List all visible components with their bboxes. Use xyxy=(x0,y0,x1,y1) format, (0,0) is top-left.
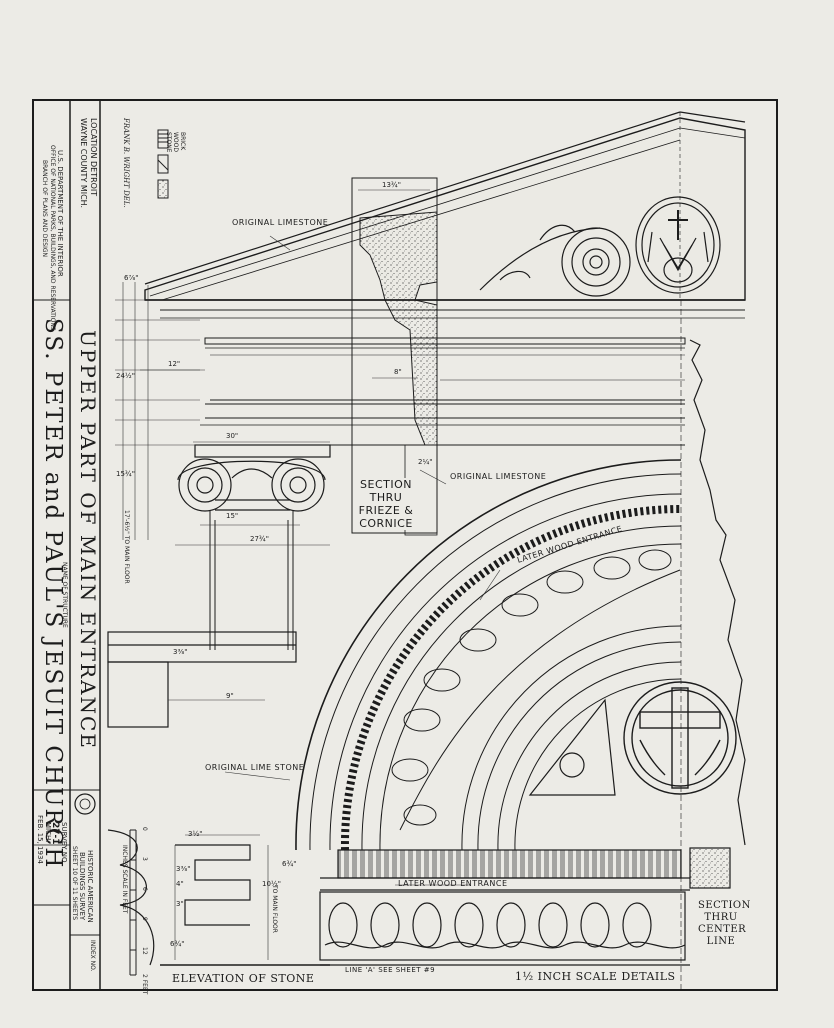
arch-foliage-ornaments xyxy=(391,549,681,831)
label-later-wood-entrance: LATER WOOD ENTRANCE xyxy=(398,879,508,888)
survey-seal-icon xyxy=(74,793,96,815)
section-frieze-cornice xyxy=(351,177,438,536)
inner-spandrel xyxy=(528,698,616,796)
arch xyxy=(295,459,682,851)
material-legend xyxy=(157,129,169,199)
dim-2-1-4: 2¼" xyxy=(418,458,433,466)
agency-line-2: OFFICE OF NATIONAL PARKS, BUILDINGS, AND… xyxy=(49,145,56,331)
label-to-main-floor-1: 17'-6½" TO MAIN FLOOR xyxy=(123,510,130,584)
sheet-of: SHEET 10 OF 11 SHEETS xyxy=(71,846,78,921)
survey-state: MICH. xyxy=(44,822,52,843)
dim-15-3-4: 15¾" xyxy=(116,470,135,478)
delineator: FRANK B. WRIGHT DEL. xyxy=(122,118,130,208)
coat-of-arms-medallion xyxy=(635,196,721,294)
legend-brick: BRICK xyxy=(179,132,186,151)
base-profile xyxy=(107,631,330,966)
dim-15: 15" xyxy=(226,512,239,520)
scale-tick-0: 0 xyxy=(141,827,148,831)
label-scale-details: 1½ INCH SCALE DETAILS xyxy=(515,970,676,983)
dim-13-3-4: 13¾" xyxy=(382,181,401,189)
agency-line-3: BRANCH OF PLANS AND DESIGN xyxy=(41,160,48,257)
scale-tick-6: 6 xyxy=(141,887,148,891)
column-shaft xyxy=(209,510,294,650)
scale-tick-9: 9 xyxy=(141,917,148,921)
label-line-a: LINE 'A' SEE SHEET #9 xyxy=(345,966,436,974)
dim-3-3-8: 3⅜" xyxy=(173,648,188,656)
leader-lines xyxy=(224,235,501,886)
dim-24-1-2: 24½" xyxy=(116,372,135,380)
section-center-line xyxy=(680,300,746,990)
label-original-limestone-1: ORIGINAL LIMESTONE xyxy=(232,218,329,227)
survey-no-label: SURVEY NO. xyxy=(60,822,68,865)
label-original-limestone-2: ORIGINAL LIMESTONE xyxy=(450,472,547,481)
dim-3: 3" xyxy=(176,900,184,908)
label-section-frieze: SECTION THRU FRIEZE & CORNICE xyxy=(358,478,414,530)
survey-date: FEB. 15, 1934 xyxy=(36,815,44,864)
scroll-ornament xyxy=(479,224,631,297)
label-section-center: SECTION THRU CENTER LINE xyxy=(698,900,751,948)
ionic-capital xyxy=(177,444,331,512)
lower-frieze xyxy=(319,849,690,966)
location: LOCATION DETROIT xyxy=(89,118,98,197)
entablature xyxy=(200,337,686,446)
dimension-lines xyxy=(115,189,430,960)
dim-30: 30" xyxy=(226,432,239,440)
survey-line-1: HISTORIC AMERICAN xyxy=(86,850,94,923)
survey-line-2: BUILDINGS SURVEY xyxy=(78,852,86,921)
dim-4: 4" xyxy=(176,880,184,888)
scale-tick-3: 3 xyxy=(141,857,148,861)
county: WAYNE COUNTY MICH. xyxy=(79,118,88,209)
label-original-limestone-3: ORIGINAL LIME STONE xyxy=(205,763,305,772)
index-no: INDEX NO. xyxy=(89,940,96,972)
label-elevation-of-stone: ELEVATION OF STONE xyxy=(172,972,315,985)
dim-3-1-2: 3½" xyxy=(188,830,203,838)
cross-medallion-icon xyxy=(623,681,737,795)
dim-6-3-4: 6¾" xyxy=(282,860,297,868)
sheet-title: UPPER PART OF MAIN ENTRANCE xyxy=(76,330,100,750)
legend-wood: WOOD xyxy=(172,132,179,152)
dim-27-3-4: 27¾" xyxy=(250,535,269,543)
legend-stone: STONE xyxy=(165,132,172,153)
dim-8: 8" xyxy=(394,368,402,376)
scale-label: INCHES SCALE IN FEET xyxy=(121,845,128,914)
pediment xyxy=(144,111,746,319)
dim-3-3-8-b: 3⅜" xyxy=(176,865,191,873)
dim-9: 9" xyxy=(226,692,234,700)
label-to-main-floor-2: TO MAIN FLOOR xyxy=(271,885,278,933)
agency-line-1: U.S. DEPARTMENT OF THE INTERIOR xyxy=(56,150,64,277)
scale-tick-12: 12 xyxy=(141,947,148,955)
scale-tick-2ft: 2 FEET xyxy=(141,974,148,995)
dim-10-1-2: 10½" xyxy=(262,880,281,888)
dim-6-7-8: 6⅞" xyxy=(124,274,139,282)
dim-6-3-4-b: 6¾" xyxy=(170,940,185,948)
name-of-structure-label: NAME OF STRUCTURE xyxy=(61,562,68,628)
dim-12: 12" xyxy=(168,360,181,368)
